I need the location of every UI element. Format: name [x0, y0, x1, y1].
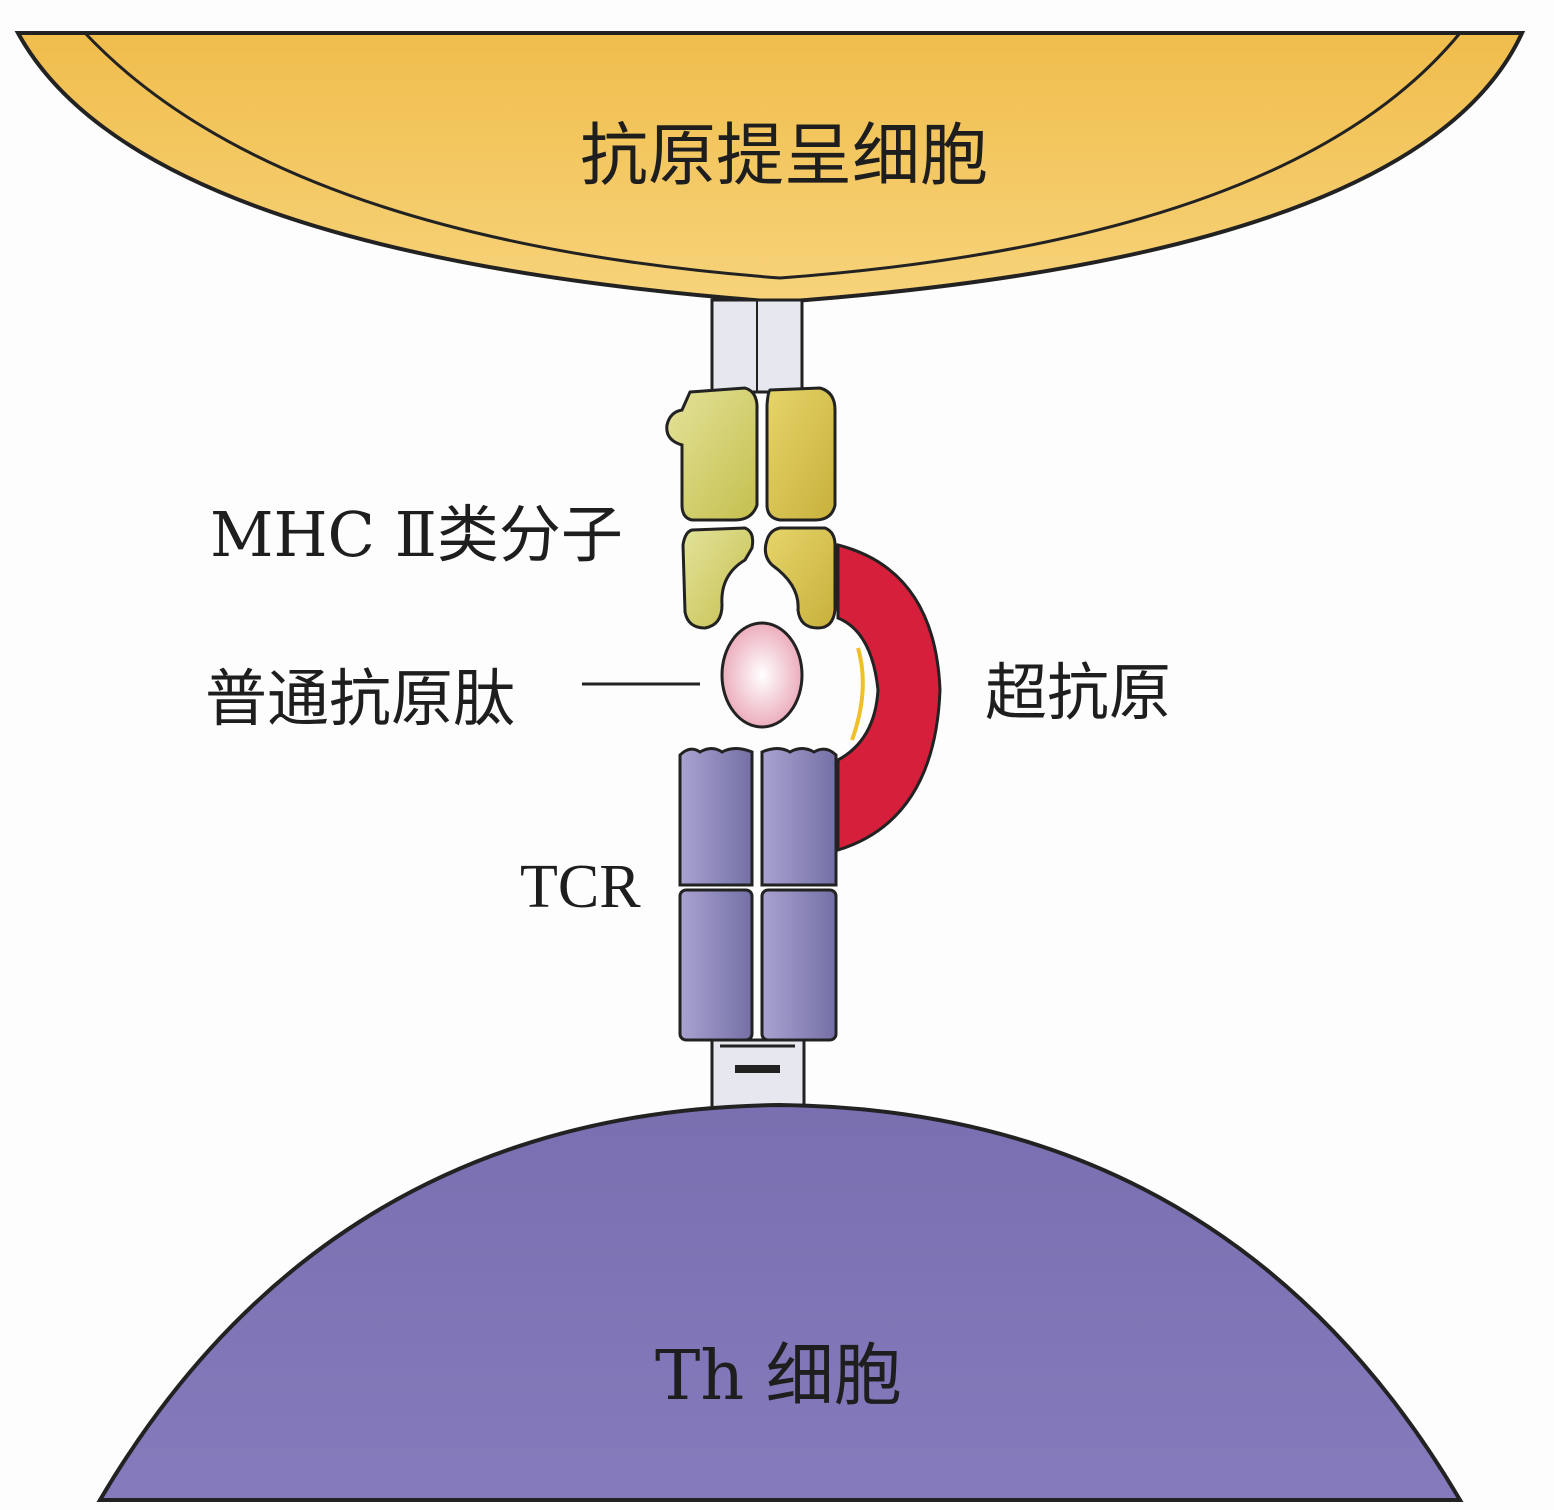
tcr-label: TCR	[520, 853, 641, 921]
tcr	[678, 747, 838, 1042]
mhc-stalk	[710, 298, 804, 394]
th-cell-label: Th 细胞	[655, 1337, 902, 1416]
antigen-peptide	[720, 621, 804, 729]
mhc-class-ii	[665, 386, 837, 630]
tcr-stalk	[710, 1038, 806, 1112]
th-cell	[96, 1102, 1464, 1502]
superantigen-label: 超抗原	[985, 656, 1172, 729]
superantigen	[836, 543, 942, 853]
apc-label: 抗原提呈细胞	[580, 117, 989, 196]
mhc-label: MHC Ⅱ类分子	[210, 498, 623, 571]
superantigen-highlight	[850, 647, 865, 741]
peptide-label: 普通抗原肽	[205, 662, 516, 735]
